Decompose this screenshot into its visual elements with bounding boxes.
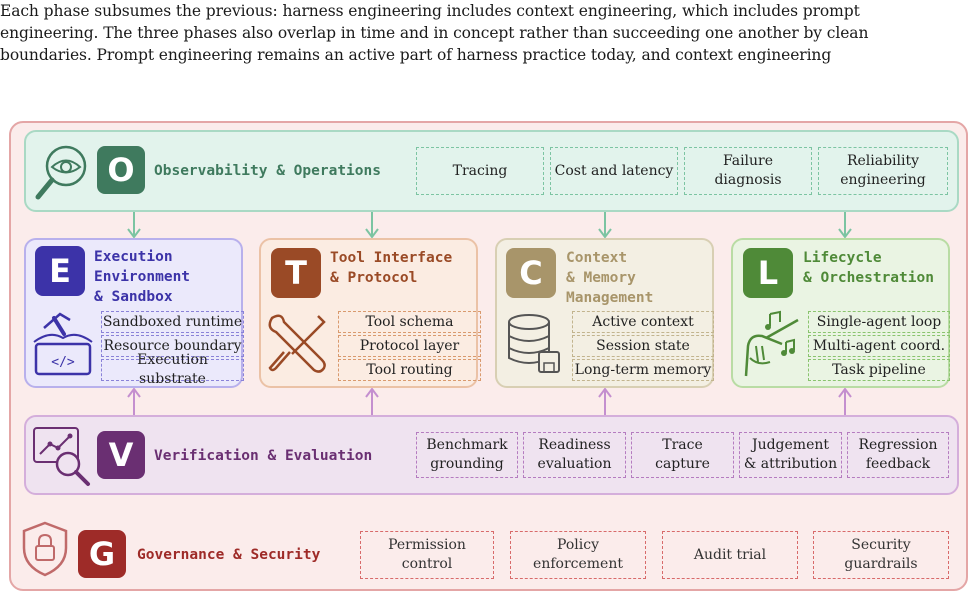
lifecycle-letter: L (757, 254, 779, 292)
chart-magnifier-icon (33, 427, 90, 486)
lifecycle-item-single-agent-loop: Single-agent loop (808, 311, 950, 333)
arrow-verification-to-execution (127, 388, 141, 415)
verification-item-trace-capture: Trace capture (631, 432, 734, 478)
lifecycle-item-multi-agent-coord: Multi-agent coord. (808, 335, 950, 357)
observability-layer (24, 130, 959, 212)
context-letter: C (519, 254, 543, 292)
lifecycle-title: Lifecycle & Orchestration (803, 250, 934, 286)
context-title: Context & Memory Management (566, 250, 654, 306)
context-item-active-context: Active context (572, 311, 714, 333)
verification-title: Verification & Evaluation (154, 448, 373, 464)
verification-item-regression-feedback: Regression feedback (847, 432, 949, 478)
context-item-long-term-memory: Long-term memory (572, 359, 714, 381)
paragraph-line-1: Each phase subsumes the previous: harnes… (0, 2, 860, 20)
lifecycle-badge: L (743, 248, 793, 298)
governance-item-permission-control: Permission control (360, 531, 494, 579)
execution-title: Execution Environment & Sandbox (94, 249, 191, 305)
tool-badge: T (271, 248, 321, 298)
magnifier-eye-icon (35, 145, 87, 200)
execution-item-execution-substrate: Execution substrate (101, 352, 244, 387)
execution-item-resource-boundary: Resource boundary (101, 335, 244, 357)
svg-text:</>: </> (51, 355, 75, 370)
paragraph-line-2: engineering. The three phases also overl… (0, 24, 869, 42)
verification-item-readiness-evaluation: Readiness evaluation (523, 432, 626, 478)
context-item-session-state: Session state (572, 335, 714, 357)
context-badge: C (506, 248, 556, 298)
database-save-icon (508, 314, 560, 373)
tool-letter: T (285, 254, 307, 292)
tool-item-tool-routing: Tool routing (338, 359, 481, 381)
execution-item-sandboxed-runtime: Sandboxed runtime (101, 311, 244, 333)
arrow-verification-to-context (598, 388, 612, 415)
arrow-obs-to-tool (365, 212, 379, 238)
governance-title: Governance & Security (137, 547, 321, 563)
arrow-obs-to-execution (127, 212, 141, 238)
observability-title: Observability & Operations (154, 163, 381, 179)
obs-item-tracing: Tracing (416, 147, 544, 195)
governance-item-policy-enforcement: Policy enforcement (510, 531, 646, 579)
verification-letter: V (108, 436, 134, 474)
lifecycle-item-task-pipeline: Task pipeline (808, 359, 950, 381)
wrench-screwdriver-icon (268, 314, 326, 373)
tool-item-protocol-layer: Protocol layer (338, 335, 481, 357)
arrow-verification-to-tool (365, 388, 379, 415)
governance-letter: G (88, 535, 116, 573)
verification-badge: V (97, 431, 145, 479)
execution-badge: E (35, 246, 85, 296)
observability-badge: O (97, 146, 145, 194)
obs-item-reliability-engineering: Reliability engineering (818, 147, 948, 195)
governance-badge: G (78, 530, 126, 578)
intro-paragraph: Each phase subsumes the previous: harnes… (0, 0, 976, 66)
arrow-obs-to-context (598, 212, 612, 238)
governance-item-security-guardrails: Security guardrails (813, 531, 949, 579)
execution-letter: E (49, 252, 71, 290)
observability-letter: O (107, 151, 135, 189)
paragraph-line-3: boundaries. Prompt engineering remains a… (0, 46, 832, 64)
verification-layer (24, 415, 959, 495)
conductor-hand-icon (744, 310, 799, 377)
verification-item-judgement-attribution: Judgement & attribution (739, 432, 842, 478)
verification-item-benchmark-grounding: Benchmark grounding (416, 432, 518, 478)
governance-item-audit-trial: Audit trial (662, 531, 798, 579)
arrow-verification-to-lifecycle (838, 388, 852, 415)
tool-item-tool-schema: Tool schema (338, 311, 481, 333)
arrow-obs-to-lifecycle (838, 212, 852, 238)
obs-item-cost-latency: Cost and latency (550, 147, 678, 195)
tool-title: Tool Interface & Protocol (330, 250, 453, 286)
obs-item-failure-diagnosis: Failure diagnosis (684, 147, 812, 195)
shield-lock-icon (22, 521, 68, 577)
sandbox-code-icon: </> (33, 312, 93, 376)
